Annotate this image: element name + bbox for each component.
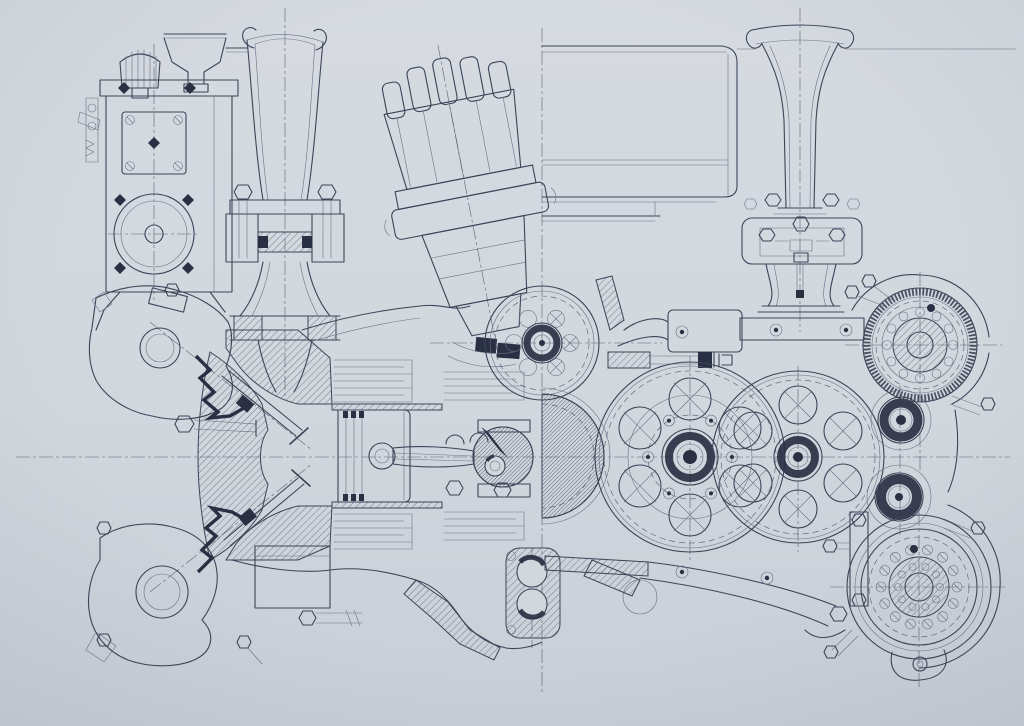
drawing-canvas (0, 0, 1024, 726)
engine-technical-drawing (0, 0, 1024, 726)
photo-vignette (0, 0, 1024, 726)
